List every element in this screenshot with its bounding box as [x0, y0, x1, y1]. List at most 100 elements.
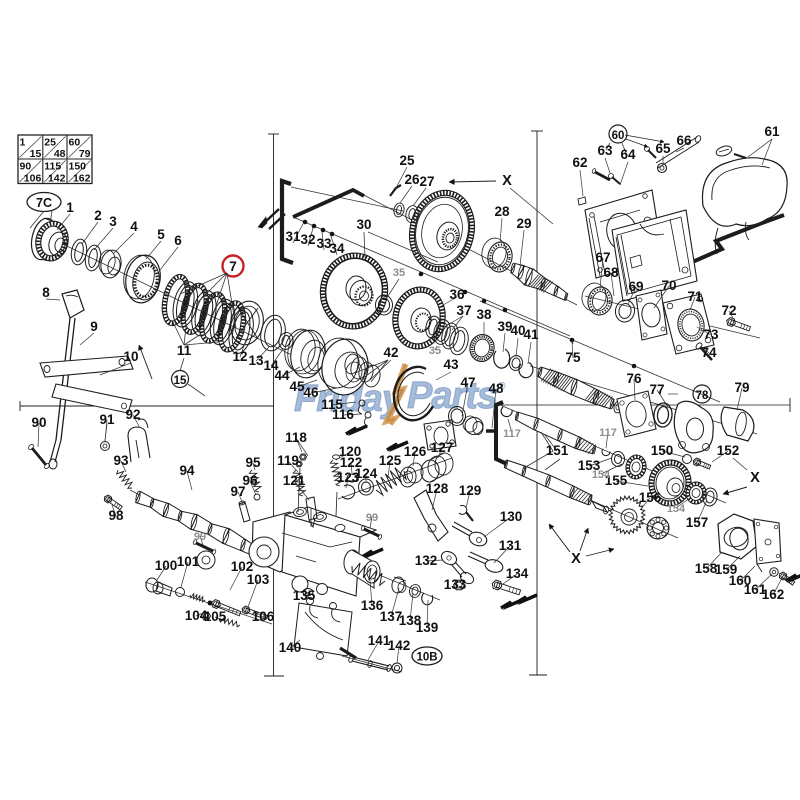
svg-text:93: 93	[113, 453, 129, 468]
svg-text:130: 130	[500, 509, 523, 524]
svg-text:160: 160	[729, 573, 752, 588]
svg-text:90: 90	[31, 415, 46, 430]
svg-text:97: 97	[230, 484, 245, 499]
svg-text:78: 78	[696, 390, 709, 402]
svg-text:104: 104	[185, 608, 208, 623]
svg-text:72: 72	[721, 303, 736, 318]
svg-text:129: 129	[459, 483, 482, 498]
svg-text:103: 103	[247, 572, 270, 587]
svg-text:117: 117	[599, 427, 617, 439]
svg-text:122: 122	[340, 455, 363, 470]
svg-text:158: 158	[695, 561, 718, 576]
svg-text:30: 30	[356, 217, 371, 232]
svg-text:128: 128	[426, 481, 449, 496]
svg-text:7C: 7C	[36, 196, 52, 210]
svg-text:116: 116	[332, 407, 354, 422]
svg-text:77: 77	[649, 382, 664, 397]
svg-text:68: 68	[603, 265, 619, 280]
svg-text:115: 115	[44, 161, 61, 173]
svg-text:39: 39	[497, 319, 512, 334]
svg-text:74: 74	[701, 345, 717, 360]
svg-text:36: 36	[449, 287, 465, 302]
svg-text:94: 94	[179, 463, 195, 478]
svg-text:105: 105	[204, 609, 227, 624]
svg-text:1: 1	[20, 137, 26, 149]
svg-text:151: 151	[546, 443, 569, 458]
svg-text:139: 139	[416, 620, 439, 635]
svg-text:99: 99	[194, 531, 206, 543]
svg-text:91: 91	[99, 412, 115, 427]
svg-text:43: 43	[443, 357, 459, 372]
svg-text:99: 99	[366, 512, 378, 524]
svg-text:92: 92	[125, 407, 140, 422]
svg-text:102: 102	[231, 559, 254, 574]
svg-text:134: 134	[506, 566, 529, 581]
svg-text:154: 154	[667, 503, 686, 515]
svg-text:15: 15	[174, 375, 187, 387]
svg-text:73: 73	[703, 327, 719, 342]
svg-text:41: 41	[523, 327, 539, 342]
svg-text:106: 106	[24, 173, 42, 185]
svg-text:25: 25	[44, 137, 56, 149]
svg-text:X: X	[571, 551, 581, 567]
svg-text:95: 95	[245, 455, 261, 470]
svg-text:26: 26	[404, 172, 420, 187]
svg-text:62: 62	[572, 155, 587, 170]
svg-text:61: 61	[764, 124, 780, 139]
svg-text:64: 64	[620, 147, 636, 162]
svg-text:132: 132	[415, 553, 438, 568]
svg-text:35: 35	[393, 267, 405, 279]
svg-text:48: 48	[488, 381, 504, 396]
svg-text:44: 44	[274, 368, 290, 383]
svg-text:162: 162	[762, 587, 785, 602]
svg-text:25: 25	[399, 153, 415, 168]
svg-text:106: 106	[252, 609, 275, 624]
svg-text:38: 38	[476, 307, 492, 322]
svg-text:150: 150	[69, 161, 87, 173]
svg-text:123: 123	[337, 470, 360, 485]
svg-text:121: 121	[283, 473, 306, 488]
svg-text:11: 11	[177, 343, 192, 358]
svg-text:34: 34	[329, 241, 345, 256]
svg-text:46: 46	[303, 385, 319, 400]
svg-text:60: 60	[612, 130, 625, 142]
svg-text:12: 12	[232, 349, 247, 364]
svg-text:65: 65	[655, 141, 671, 156]
svg-text:141: 141	[368, 633, 391, 648]
svg-text:159: 159	[715, 562, 738, 577]
svg-text:150: 150	[651, 443, 674, 458]
svg-text:X: X	[750, 470, 760, 486]
svg-text:63: 63	[597, 143, 613, 158]
svg-text:135: 135	[293, 588, 316, 603]
svg-text:152: 152	[717, 443, 740, 458]
svg-text:124: 124	[355, 466, 378, 481]
svg-text:13: 13	[248, 353, 264, 368]
svg-text:96: 96	[242, 473, 258, 488]
svg-text:66: 66	[676, 133, 692, 148]
svg-text:138: 138	[399, 613, 422, 628]
svg-text:69: 69	[628, 279, 643, 294]
svg-text:31: 31	[285, 229, 301, 244]
svg-text:3: 3	[109, 214, 117, 229]
svg-text:32: 32	[300, 232, 315, 247]
svg-text:125: 125	[379, 453, 402, 468]
svg-text:15: 15	[30, 148, 42, 160]
svg-text:117: 117	[503, 428, 521, 440]
svg-text:142: 142	[388, 638, 411, 653]
svg-text:133: 133	[444, 577, 467, 592]
svg-text:5: 5	[157, 227, 165, 242]
svg-text:Parts: Parts	[407, 375, 497, 417]
svg-text:120: 120	[339, 444, 362, 459]
svg-text:42: 42	[383, 345, 398, 360]
svg-text:9: 9	[90, 319, 98, 334]
svg-text:154: 154	[592, 469, 611, 481]
svg-text:127: 127	[431, 440, 454, 455]
svg-text:14: 14	[263, 358, 279, 373]
svg-text:71: 71	[687, 289, 703, 304]
svg-text:7: 7	[229, 259, 237, 274]
svg-text:®: ®	[498, 381, 506, 392]
svg-text:90: 90	[20, 161, 32, 173]
svg-text:118: 118	[285, 430, 307, 445]
svg-text:98: 98	[108, 508, 124, 523]
svg-text:60: 60	[69, 137, 81, 149]
